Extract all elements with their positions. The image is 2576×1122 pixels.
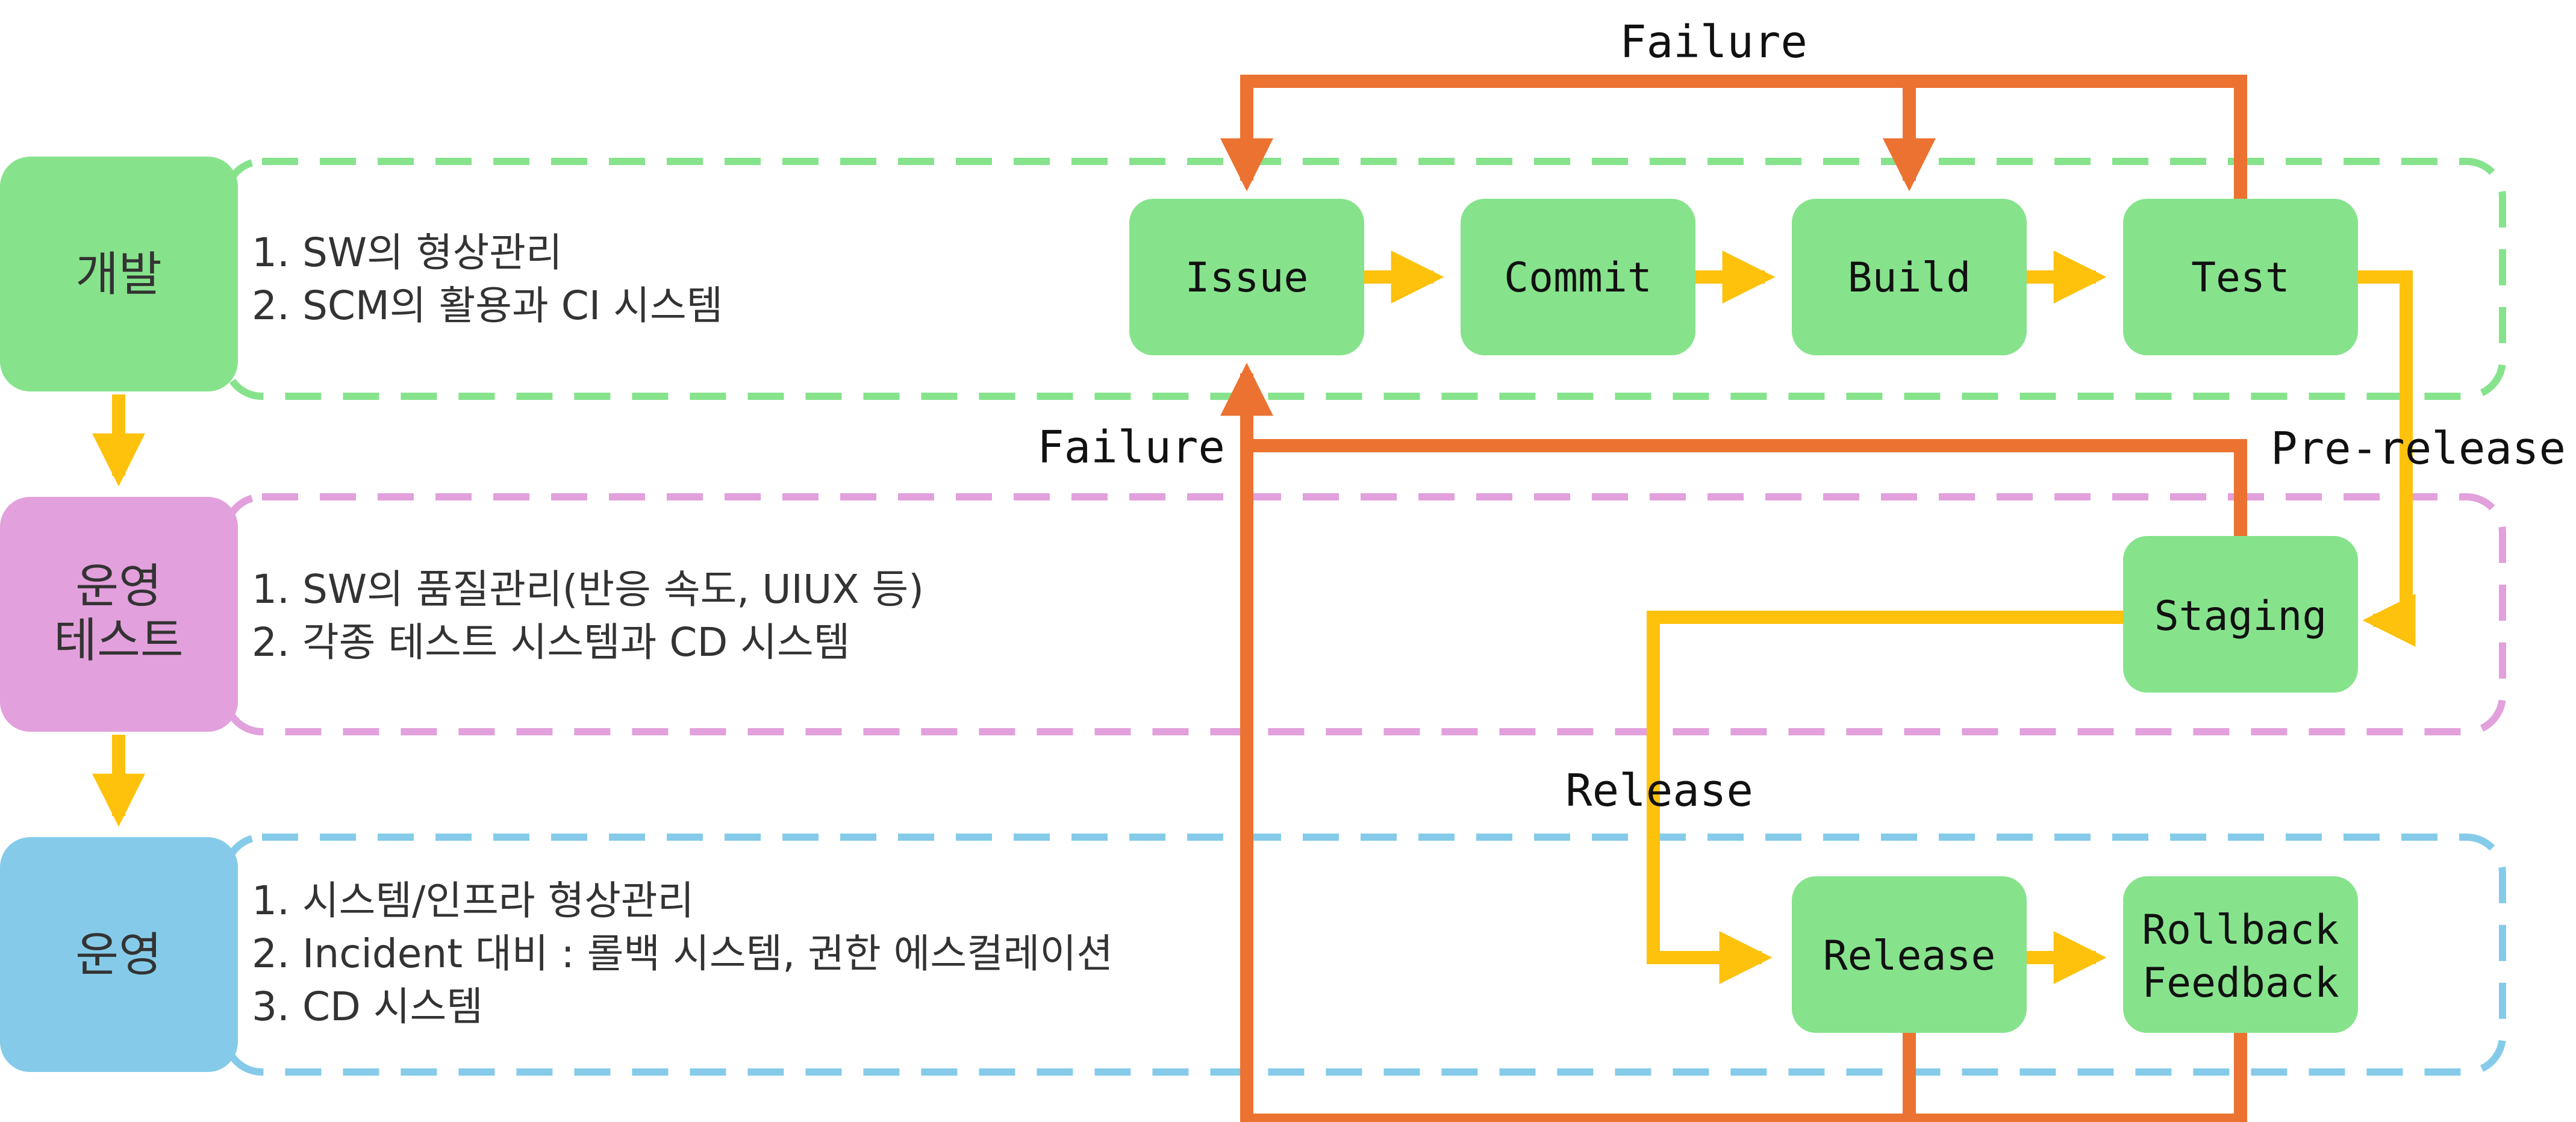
node-staging-label: Staging — [2154, 593, 2327, 640]
arrow-staging-to-release — [1647, 611, 2123, 984]
node-release: Release — [1792, 876, 2027, 1033]
node-build-box — [1792, 199, 2027, 355]
node-issue: Issue — [1129, 199, 1364, 355]
node-rollback-label-line1: Rollback — [2142, 906, 2339, 954]
pre-release-label: Pre-release — [2271, 423, 2566, 475]
release-label: Release — [1565, 765, 1753, 817]
stage-dev-box — [0, 157, 238, 391]
dev-item-1: 1. SW의 형상관리 — [252, 229, 563, 276]
node-rollback-feedback: Rollback Feedback — [2123, 876, 2358, 1033]
stage-test-label-line1: 운영 — [75, 559, 162, 614]
stage-dev-label: 개발 — [75, 248, 162, 302]
dev-item-2: 2. SCM의 활용과 CI 시스템 — [252, 282, 723, 329]
node-rollback-box — [2123, 876, 2358, 1033]
test-description: 1. SW의 품질관리(반응 속도, UIUX 등) 2. 각종 테스트 시스템… — [252, 566, 924, 665]
node-issue-box — [1129, 199, 1364, 355]
failure-arrow-staging-to-issue — [1247, 439, 2247, 536]
failure-arrow-test-to-issue — [1220, 75, 2247, 199]
node-test-label: Test — [2191, 254, 2290, 302]
failure-line-rollback — [1909, 1033, 2247, 1122]
node-build: Build — [1792, 199, 2027, 355]
node-test: Test — [2123, 199, 2358, 355]
failure-label-mid: Failure — [1037, 422, 1225, 473]
node-staging: Staging — [2123, 536, 2358, 693]
node-rollback-label-line2: Feedback — [2142, 959, 2339, 1007]
node-issue-label: Issue — [1185, 254, 1309, 302]
test-item-1: 1. SW의 품질관리(반응 속도, UIUX 등) — [252, 566, 924, 612]
ops-description: 1. 시스템/인프라 형상관리 2. Incident 대비 : 롤백 시스템,… — [252, 877, 1113, 1030]
node-release-box — [1792, 876, 2027, 1033]
node-commit: Commit — [1461, 199, 1695, 355]
node-commit-label: Commit — [1504, 254, 1652, 302]
failure-arrow-ops-to-issue — [1220, 363, 1916, 1122]
stage-test: 운영 테스트 — [0, 497, 238, 732]
ops-item-1: 1. 시스템/인프라 형상관리 — [252, 877, 694, 924]
stage-test-box — [0, 497, 238, 732]
arrow-test-to-staging — [2358, 270, 2416, 647]
stage-ops: 운영 — [0, 837, 238, 1072]
test-item-2: 2. 각종 테스트 시스템과 CD 시스템 — [252, 619, 850, 665]
node-staging-box — [2123, 536, 2358, 693]
node-commit-box — [1461, 199, 1695, 355]
node-build-label: Build — [1848, 254, 1971, 302]
stage-ops-box — [0, 837, 238, 1072]
ops-item-2: 2. Incident 대비 : 롤백 시스템, 권한 에스컬레이션 — [252, 930, 1113, 977]
stage-dev: 개발 — [0, 157, 238, 391]
stage-test-label-line2: 테스트 — [54, 614, 183, 668]
dev-description: 1. SW의 형상관리 2. SCM의 활용과 CI 시스템 — [252, 229, 723, 329]
failure-label-top: Failure — [1620, 16, 1807, 68]
stage-ops-label: 운영 — [75, 928, 162, 982]
node-test-box — [2123, 199, 2358, 355]
ops-item-3: 3. CD 시스템 — [252, 983, 483, 1030]
node-release-label: Release — [1823, 932, 1996, 980]
